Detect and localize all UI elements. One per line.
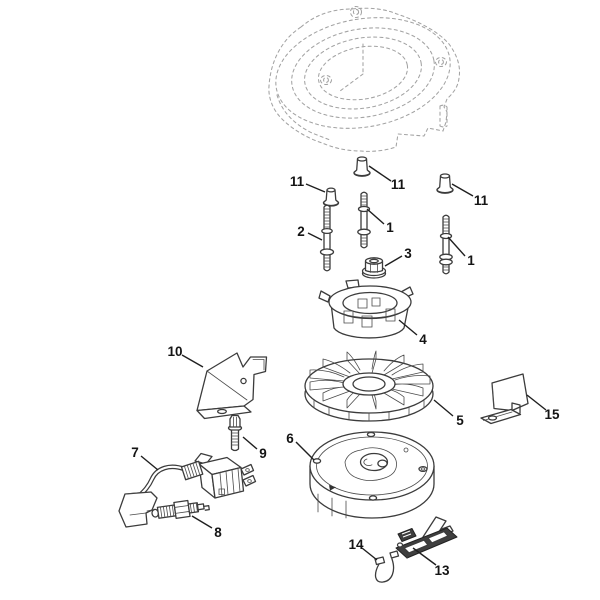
svg-text:6: 6	[286, 431, 294, 446]
callout-3: 3	[384, 246, 412, 267]
callout-7: 7	[131, 445, 159, 471]
svg-text:13: 13	[434, 563, 450, 578]
callout-15: 15	[526, 394, 560, 422]
callout-1-right: 1	[447, 236, 475, 268]
flange-bolt	[227, 414, 243, 452]
svg-text:11: 11	[474, 193, 489, 208]
svg-text:9: 9	[259, 446, 267, 461]
svg-text:14: 14	[348, 537, 364, 552]
callout-11-right: 11	[451, 183, 489, 208]
callout-1-center: 1	[366, 208, 394, 235]
callout-10: 10	[167, 344, 204, 368]
spark-plug-boot	[118, 491, 158, 528]
jumper-wire	[374, 550, 400, 583]
svg-text:3: 3	[404, 246, 412, 261]
sleeve-bushing-top	[353, 156, 371, 177]
starter-cup	[318, 279, 414, 339]
switch-assembly	[395, 516, 458, 559]
callout-8: 8	[191, 515, 222, 540]
callouts: 11 11 11 1 1 2 3 4	[131, 165, 560, 578]
callout-6: 6	[286, 431, 315, 461]
stud-center	[357, 191, 371, 249]
svg-text:2: 2	[297, 224, 305, 239]
callout-14: 14	[348, 537, 378, 561]
svg-text:15: 15	[544, 407, 560, 422]
svg-text:11: 11	[391, 177, 406, 192]
svg-text:8: 8	[214, 525, 222, 540]
svg-text:5: 5	[456, 413, 464, 428]
callout-4: 4	[398, 319, 427, 347]
callout-11-left: 11	[290, 174, 326, 193]
callout-13: 13	[412, 547, 450, 578]
callout-11-top: 11	[368, 165, 406, 192]
sleeve-bushing-right	[436, 173, 454, 194]
callout-9: 9	[242, 436, 267, 461]
svg-text:1: 1	[467, 253, 475, 268]
ignition-coil	[118, 452, 257, 528]
svg-text:7: 7	[131, 445, 139, 460]
callout-2: 2	[297, 224, 323, 241]
callout-5: 5	[433, 399, 464, 428]
sleeve-bushing-left	[322, 187, 340, 207]
svg-text:1: 1	[386, 220, 394, 235]
flange-nut	[361, 257, 387, 279]
flywheel-cover-plate	[309, 431, 435, 519]
flywheel	[304, 350, 434, 422]
stop-bracket	[480, 373, 529, 425]
air-guide-bracket	[196, 352, 268, 420]
blower-housing-ghost	[268, 5, 460, 152]
stud-left	[319, 204, 335, 272]
stud-right	[439, 214, 453, 275]
svg-text:4: 4	[419, 332, 427, 347]
svg-text:11: 11	[290, 174, 305, 189]
svg-text:10: 10	[167, 344, 182, 359]
spark-plug	[151, 499, 210, 519]
